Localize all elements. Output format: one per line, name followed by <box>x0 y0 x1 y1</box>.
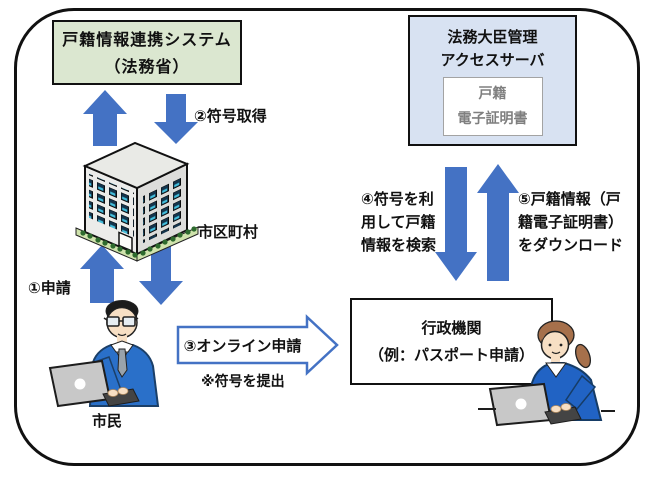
municipality-label: 市区町村 <box>198 223 259 241</box>
system-box-title-line1: 戸籍情報連携システム <box>62 29 232 49</box>
step3-note-label: ※符号を提出 <box>201 374 285 390</box>
server-box-title-line2: アクセスサーバ <box>440 51 545 69</box>
citizen-label: 市民 <box>92 412 123 430</box>
step3-label: ③オンライン申請 <box>183 336 302 355</box>
step5-line1: ⑤戸籍情報（戸 <box>518 190 621 208</box>
outer-border <box>14 8 640 466</box>
certificate-line1: 戸籍 <box>478 85 507 102</box>
certificate-line2: 電子証明書 <box>457 110 528 127</box>
agency-box-title-line1: 行政機関 <box>421 318 482 337</box>
step5-line2: 籍電子証明書） <box>518 213 624 231</box>
step4-line2: 用して戸籍 <box>361 213 436 231</box>
system-box-title-line2: （法務省） <box>104 56 190 76</box>
server-box-title-line1: 法務大臣管理 <box>447 28 538 46</box>
step5-label: ⑤戸籍情報（戸 籍電子証明書） をダウンロード <box>518 188 623 257</box>
agency-box-title-line2: （例：パスポート申請） <box>368 345 534 364</box>
step4-label: ④符号を利 用して戸籍 情報を検索 <box>361 188 436 257</box>
step4-line1: ④符号を利 <box>361 190 434 208</box>
step4-line3: 情報を検索 <box>361 236 437 254</box>
certificate-box: 戸籍 電子証明書 <box>442 77 543 136</box>
agency-box: 行政機関 （例：パスポート申請） <box>350 298 553 385</box>
system-box: 戸籍情報連携システム （法務省） <box>52 20 242 85</box>
access-server-box: 法務大臣管理 アクセスサーバ 戸籍 電子証明書 <box>408 15 577 146</box>
step5-line3: をダウンロード <box>518 236 624 254</box>
step2-label: ②符号取得 <box>194 107 267 125</box>
step1-label: ①申請 <box>28 279 71 297</box>
